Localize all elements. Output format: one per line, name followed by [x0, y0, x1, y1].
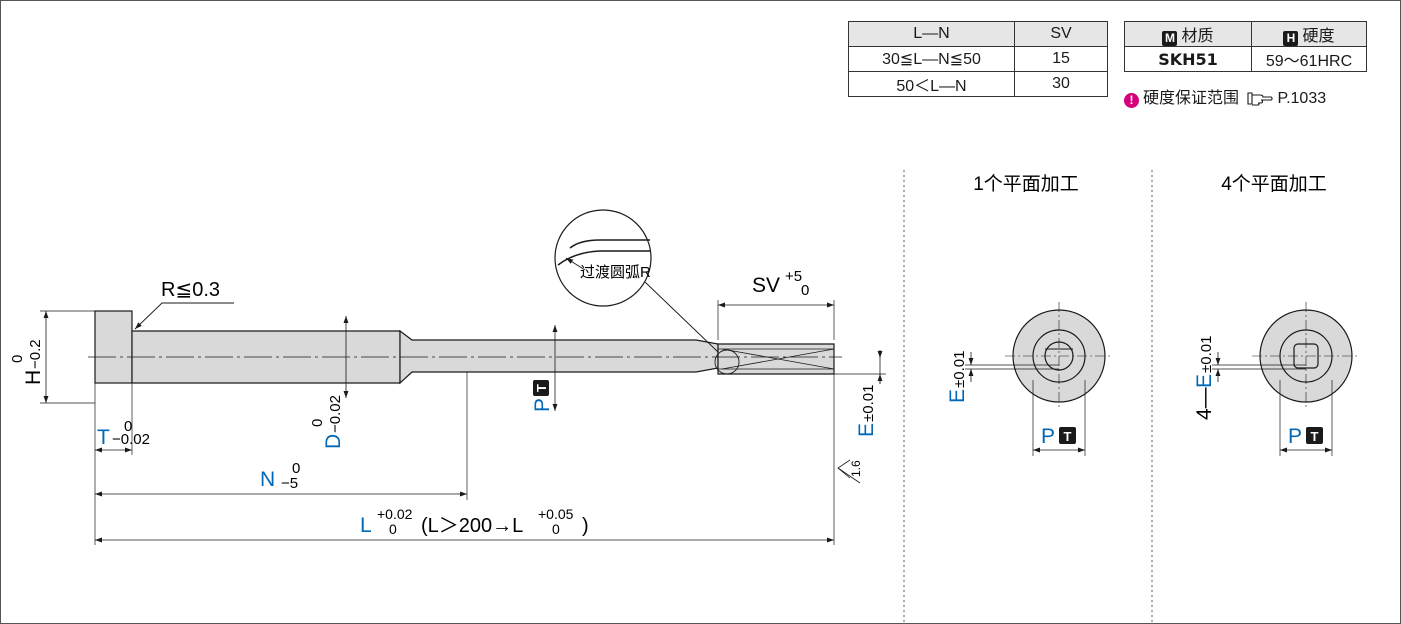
- material-header-label: 材质: [1181, 28, 1214, 45]
- transition-label: 过渡圆弧R: [580, 264, 651, 281]
- table-row: SKH51 59～61HRC: [1124, 46, 1367, 72]
- material-value: SKH51: [1124, 46, 1252, 72]
- roughness-value: 1.6: [849, 460, 863, 477]
- l-extra-close: ): [582, 515, 589, 537]
- t-label: T: [97, 426, 110, 449]
- l-extra-tol-bottom: 0: [552, 521, 560, 537]
- n-tol-top: 0: [292, 460, 300, 477]
- table-cell: 50＜L—N: [848, 71, 1015, 97]
- l-extra: (L＞200→L: [421, 515, 523, 537]
- ejector-pin-body: [94, 310, 835, 385]
- l-tol-top: +0.02: [377, 506, 413, 522]
- p-badge: T: [534, 384, 549, 392]
- e-label: E: [855, 423, 878, 437]
- sv-table: L—N SV 30≦L—N≦50 15 50＜L—N 30: [848, 21, 1108, 97]
- one-flat-end-view: [965, 302, 1113, 456]
- d-tol-top: 0: [309, 419, 326, 427]
- sv-label: SV: [752, 274, 780, 297]
- one-flat-title: 1个平面加工: [973, 173, 1079, 195]
- note-page: P.1033: [1277, 90, 1327, 107]
- four-flat-end-view: [1212, 302, 1360, 456]
- h-tol-bottom: −0.2: [27, 339, 44, 369]
- table-row: 30≦L—N≦50 15: [848, 46, 1108, 72]
- t-tol-top: 0: [124, 418, 132, 435]
- d-tol-bottom: −0.02: [327, 395, 344, 433]
- n-label: N: [260, 468, 275, 491]
- p-label-view1: P: [1041, 425, 1055, 448]
- hardness-badge-icon: H: [1283, 31, 1299, 46]
- l-extra-tol-top: +0.05: [538, 506, 574, 522]
- hardness-note: ! 硬度保证范围 P.1033: [1124, 84, 1326, 108]
- note-text: 硬度保证范围: [1143, 90, 1240, 107]
- sv-tol-top: +5: [785, 268, 802, 285]
- radius-label: R≦0.3: [161, 279, 220, 301]
- header-cell: SV: [1014, 21, 1108, 47]
- table-row: 50＜L—N 30: [848, 71, 1108, 97]
- hardness-header-label: 硬度: [1302, 28, 1335, 45]
- pin-head: [94, 310, 133, 384]
- l-tol-bottom: 0: [389, 521, 397, 537]
- hardness-value: 59～61HRC: [1251, 46, 1367, 72]
- material-badge-icon: M: [1162, 31, 1178, 46]
- p-badge-view1: T: [1064, 429, 1072, 444]
- p-badge-view4: T: [1311, 429, 1319, 444]
- l-label: L: [360, 514, 372, 537]
- d-label: D: [322, 434, 345, 449]
- transition-detail-circle: [554, 209, 652, 307]
- n-tol-bottom: −5: [281, 475, 298, 492]
- roughness-symbol: 1.6: [837, 459, 863, 484]
- e-tol: ±0.01: [860, 385, 877, 422]
- four-flat-title: 4个平面加工: [1221, 173, 1327, 195]
- detail-marker: [714, 349, 740, 375]
- table-cell: 30: [1014, 71, 1108, 97]
- e4-prefix: 4—: [1193, 387, 1216, 420]
- pointing-hand-icon: [1247, 92, 1274, 106]
- p-label: P: [531, 398, 554, 412]
- e-label-view1: E: [946, 389, 969, 403]
- e-tol-view1: ±0.01: [951, 351, 968, 388]
- e-tol-view4: ±0.01: [1198, 336, 1215, 373]
- warning-icon: !: [1124, 93, 1139, 108]
- e-label-view4: E: [1193, 374, 1216, 388]
- h-label: H: [22, 370, 45, 385]
- t-tol-bottom: −0.02: [112, 431, 150, 448]
- sv-tol-bottom: 0: [801, 282, 809, 299]
- p-label-view4: P: [1288, 425, 1302, 448]
- h-tol-top: 0: [9, 355, 26, 363]
